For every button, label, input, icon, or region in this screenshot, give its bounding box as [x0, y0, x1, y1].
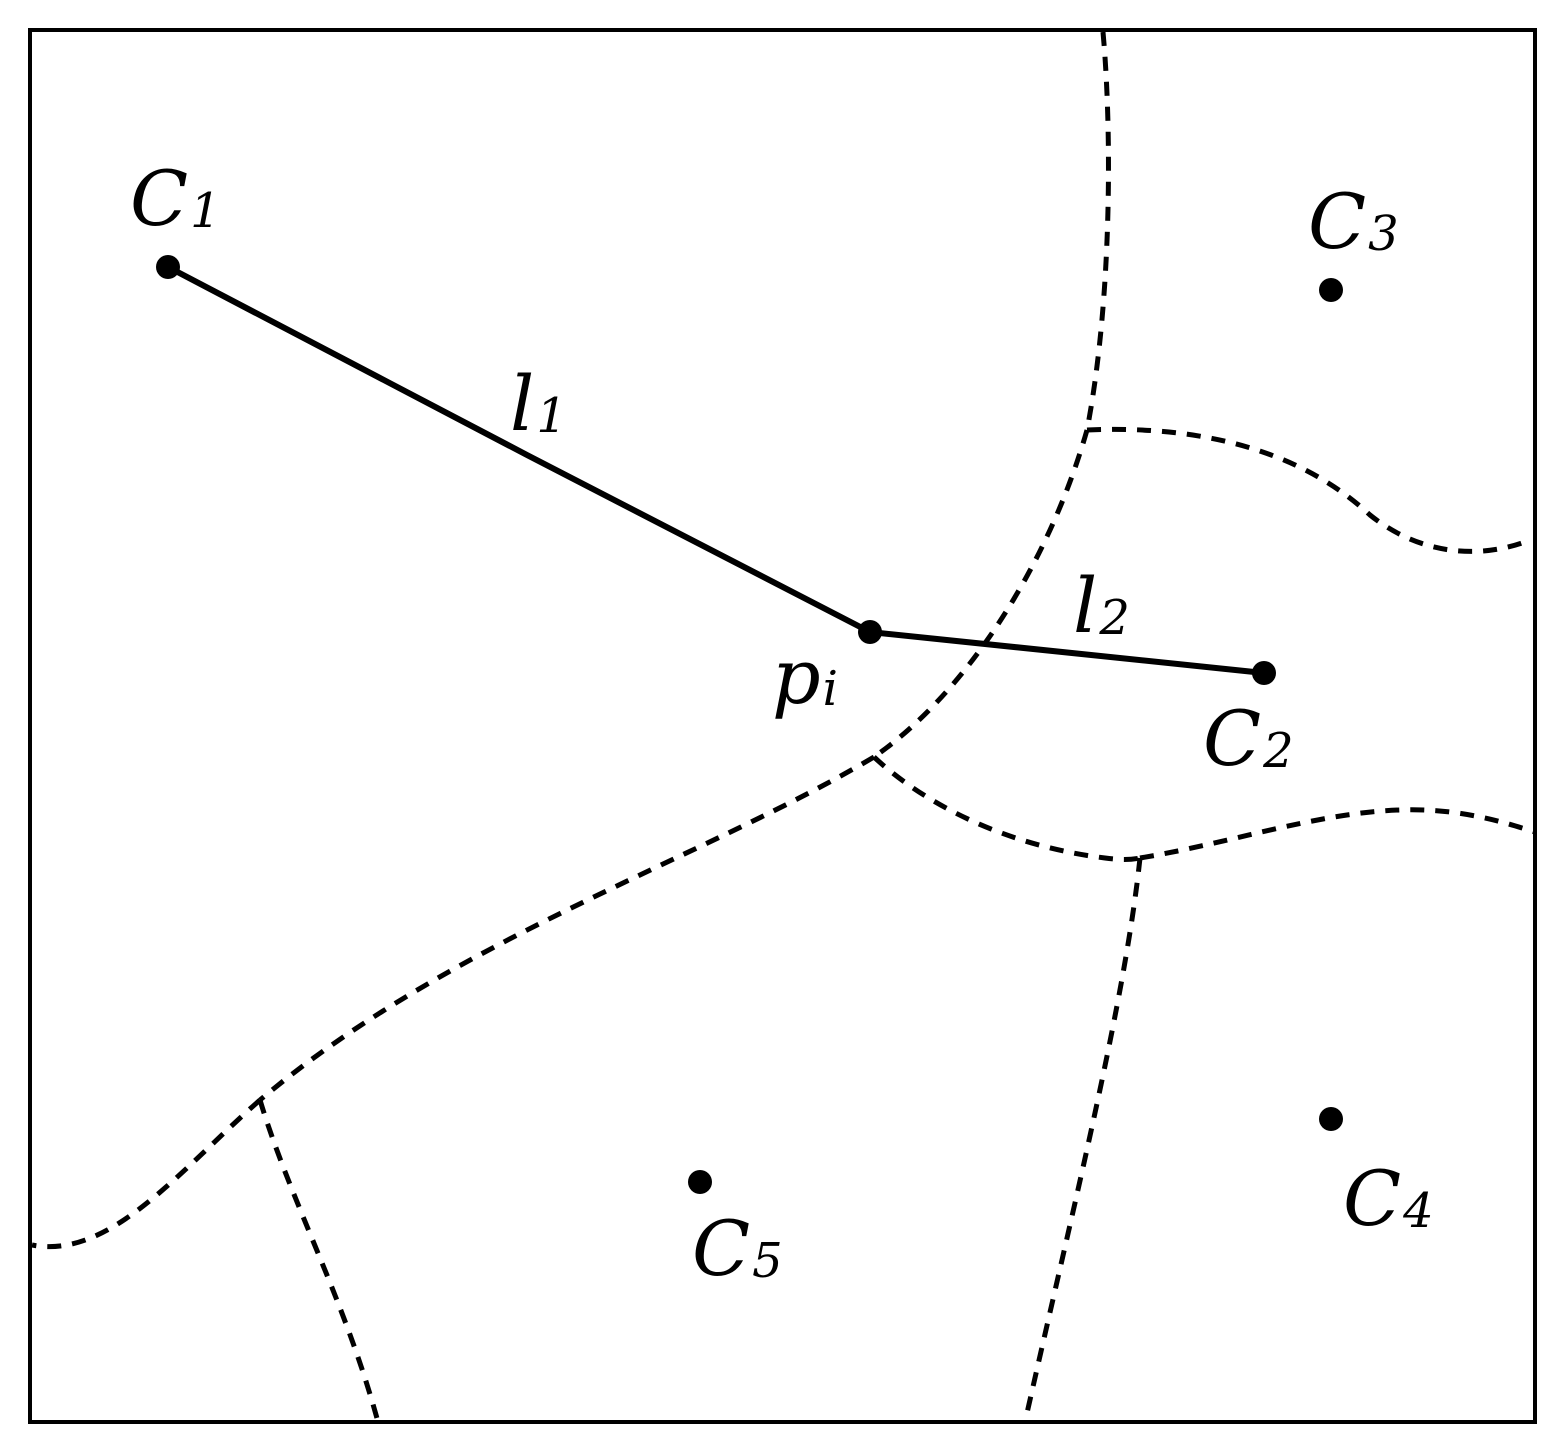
- boundary-c1-c2: [872, 429, 1090, 760]
- boundary-c1-c5: [258, 754, 876, 1102]
- centroid-c5-dot: [688, 1170, 712, 1194]
- diagram-frame: [28, 28, 1537, 1424]
- centroid-c1-dot: [156, 255, 180, 279]
- centroid-c3-label: C3: [1308, 177, 1399, 266]
- line-l1-label: l1: [510, 359, 567, 448]
- boundary-c2-c5: [872, 755, 1141, 862]
- line-l2-label: l2: [1073, 561, 1130, 650]
- centroid-c3-dot: [1319, 278, 1343, 302]
- boundary-c5-c4: [1022, 857, 1143, 1423]
- boundary-c5-left: [257, 1099, 381, 1423]
- centroid-c1-label: C1: [130, 154, 221, 243]
- boundary-c2-c4: [1139, 807, 1536, 861]
- boundary-c1-c3-upper: [1084, 31, 1111, 431]
- point-pi-dot: [858, 620, 882, 644]
- point-pi-label: pi: [772, 632, 838, 721]
- line-l1: [165, 264, 873, 635]
- centroid-c2-dot: [1252, 661, 1276, 685]
- boundary-left-lower: [31, 1098, 262, 1250]
- centroid-c4-dot: [1319, 1107, 1343, 1131]
- line-l2: [867, 629, 1267, 676]
- centroid-c4-label: C4: [1343, 1154, 1434, 1243]
- centroid-c5-label: C5: [692, 1204, 783, 1293]
- boundary-c3-c2: [1086, 426, 1531, 554]
- centroid-c2-label: C2: [1203, 694, 1294, 783]
